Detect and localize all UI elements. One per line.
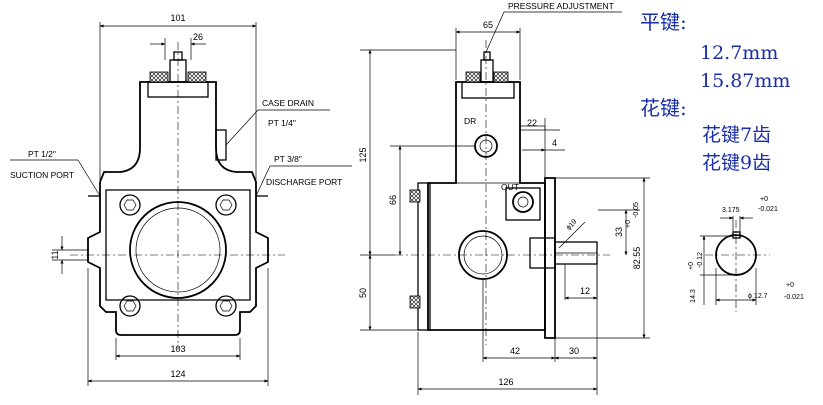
dim-66: 66 <box>388 195 398 205</box>
dim-143-tol-lower: -0.12 <box>697 252 704 268</box>
side-rear-cap <box>417 182 431 331</box>
label-discharge-size: PT 3/8" <box>274 154 302 164</box>
dim-33-tol-upper: +0 <box>625 220 632 228</box>
label-suction-size: PT 1/2" <box>28 149 56 159</box>
dim-50: 50 <box>358 288 368 298</box>
label-case-drain: CASE DRAIN <box>262 98 314 108</box>
dim-101: 101 <box>170 13 185 23</box>
flat-key-value-2: 15.87mm <box>700 70 791 92</box>
label-pressure-adjustment: PRESSURE ADJUSTMENT <box>508 1 614 11</box>
label-out: OUT <box>501 182 519 192</box>
front-knurl-right <box>187 71 207 83</box>
dim-30: 30 <box>569 346 579 356</box>
dim-3175: 3.175 <box>722 207 740 214</box>
dim-22: 22 <box>527 118 537 128</box>
spline-label: 花键: <box>640 96 687 120</box>
dim-19: ϕ19 <box>565 218 578 231</box>
dim-26: 26 <box>193 32 203 42</box>
dim-143-tol-upper: +0 <box>688 262 695 270</box>
dim-124: 124 <box>170 369 185 379</box>
label-suction-port: SUCTION PORT <box>10 170 74 180</box>
dim-82-55: 82.55 <box>632 247 642 270</box>
side-out-port <box>512 191 534 213</box>
front-view: 101 26 103 124 11 CASE DRAIN PT 1/4" PT … <box>10 13 352 386</box>
side-knurl-top <box>409 189 421 203</box>
dim-65: 65 <box>483 20 493 30</box>
front-body-outline <box>87 81 269 336</box>
dim-42: 42 <box>510 346 520 356</box>
dim-125: 125 <box>358 147 368 162</box>
front-bolt-heads <box>119 194 237 317</box>
dim-11: 11 <box>50 250 60 259</box>
dim-33: 33 <box>614 227 624 237</box>
spline-value-2: 花键9齿 <box>702 152 772 174</box>
dim-12: 12 <box>580 286 590 296</box>
dim-3175-tol-lower: -0.021 <box>758 206 778 213</box>
dim-3175-tol-upper: +0 <box>760 196 768 203</box>
dim-103: 103 <box>170 344 185 354</box>
dim-127-tol-lower: -0.021 <box>784 294 804 301</box>
flat-key-label: 平键: <box>640 10 687 34</box>
flat-key-value-1: 12.7mm <box>700 42 779 64</box>
side-flange <box>544 177 556 339</box>
dim-143: 14.3 <box>690 289 697 303</box>
dim-127-tol-upper: +0 <box>786 282 794 289</box>
dim-126: 126 <box>498 377 513 387</box>
label-dr: DR <box>464 116 476 126</box>
label-discharge-port: DISCHARGE PORT <box>266 177 342 187</box>
side-pilot <box>529 237 556 269</box>
spline-value-1: 花键7齿 <box>702 124 772 146</box>
dim-4: 4 <box>552 138 557 148</box>
label-case-drain-size: PT 1/4" <box>268 118 296 128</box>
dim-33-tol-lower: -0.05 <box>633 202 640 218</box>
front-knurl-left <box>149 71 169 83</box>
side-view: PRESSURE ADJUSTMENT DR OUT 65 22 4 125 6… <box>358 1 650 395</box>
side-knurl-bottom <box>409 295 421 309</box>
front-flange <box>105 189 251 301</box>
